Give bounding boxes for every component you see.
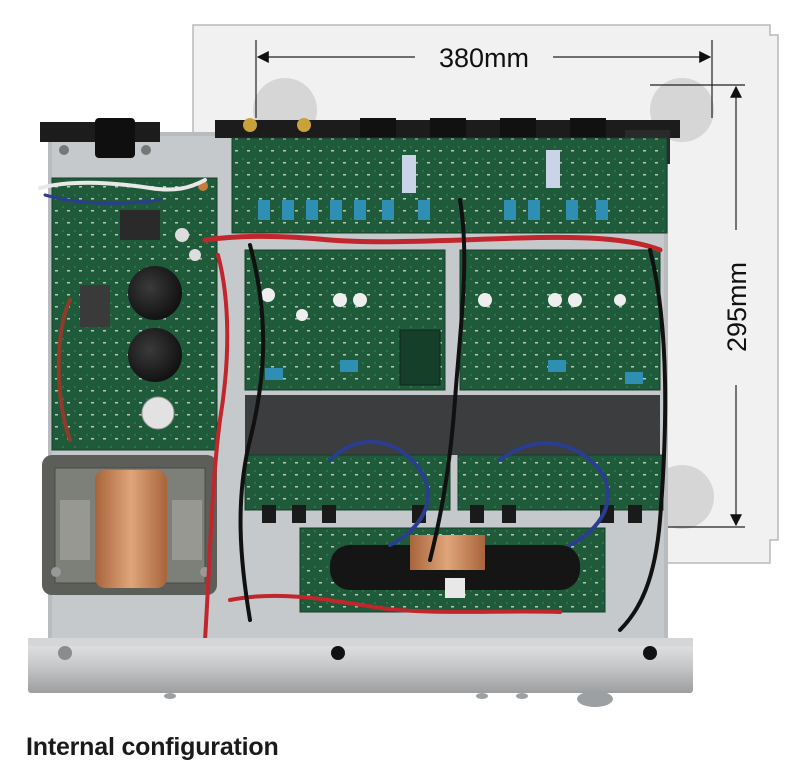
front-panel (28, 638, 693, 707)
input-board (231, 137, 668, 234)
power-supply-board (51, 177, 218, 451)
amplifier-board-left (244, 249, 446, 391)
power-transformer (42, 455, 217, 595)
width-label: 380mm (439, 43, 529, 73)
figure-caption: Internal configuration (26, 733, 279, 761)
depth-label: 295mm (722, 262, 752, 352)
capacitor-bank (299, 527, 606, 613)
width-dimension (255, 40, 713, 118)
amplifier-board-right (459, 249, 661, 391)
internal-wiring (38, 178, 668, 642)
